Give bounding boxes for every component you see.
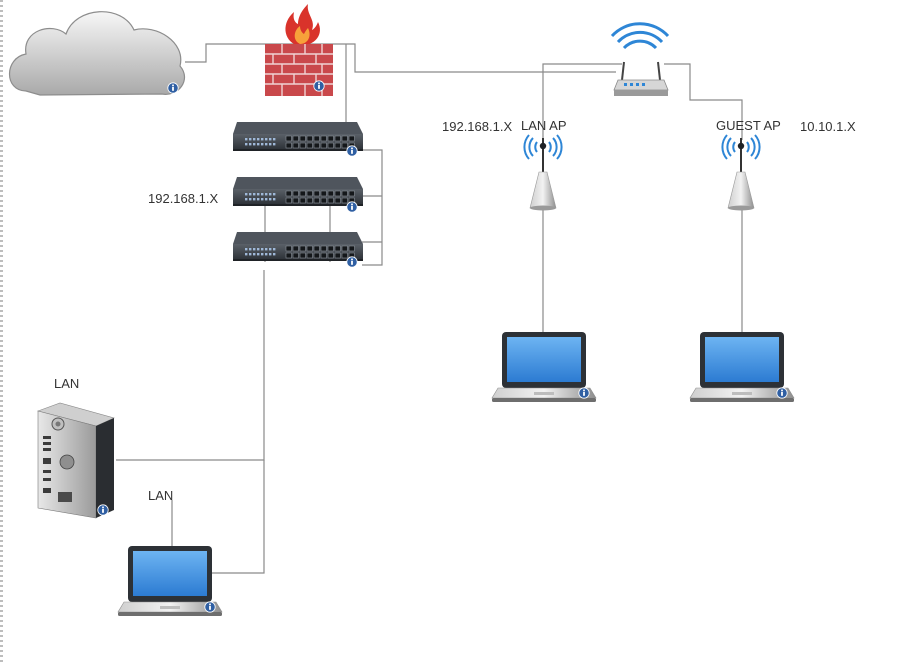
link-router-lan-ap <box>542 63 622 140</box>
info-icon[interactable] <box>167 82 179 94</box>
network-switch-icon <box>232 121 364 157</box>
firewall-icon <box>265 4 333 96</box>
info-icon[interactable] <box>346 145 358 157</box>
lan-ap-subnet-label: 192.168.1.X <box>442 119 513 134</box>
guest-ap-label: GUEST AP <box>716 118 781 133</box>
info-icon[interactable] <box>578 387 590 399</box>
page-edge-ruler <box>0 0 3 664</box>
access-point-icon <box>721 134 761 212</box>
info-icon[interactable] <box>776 387 788 399</box>
lan-ap-label: LAN AP <box>521 118 567 133</box>
switch-subnet-label: 192.168.1.X <box>148 191 219 206</box>
network-switch-icon <box>232 176 364 213</box>
laptop-lan-label: LAN <box>148 488 174 503</box>
info-icon[interactable] <box>97 504 109 516</box>
link-switch-stack-right <box>362 149 383 266</box>
network-switch-icon <box>232 231 364 268</box>
access-point-icon <box>523 134 563 212</box>
link-switch-desktop <box>116 270 265 461</box>
link-firewall-router <box>346 43 616 73</box>
info-icon[interactable] <box>204 601 216 613</box>
desktop-tower-icon <box>36 402 115 519</box>
guest-subnet-label: 10.10.1.X <box>800 119 856 134</box>
network-links <box>116 43 743 574</box>
laptop-icon <box>689 331 795 403</box>
info-icon[interactable] <box>313 80 325 92</box>
wireless-router-icon <box>610 22 670 96</box>
laptop-icon <box>491 331 597 403</box>
cloud-icon <box>9 11 186 96</box>
laptop-icon <box>117 545 223 617</box>
link-router-guest-ap <box>664 63 743 140</box>
link-switch-laptop <box>212 460 265 574</box>
info-icon[interactable] <box>346 256 358 268</box>
desktop-lan-label: LAN <box>54 376 80 391</box>
info-icon[interactable] <box>346 201 358 213</box>
